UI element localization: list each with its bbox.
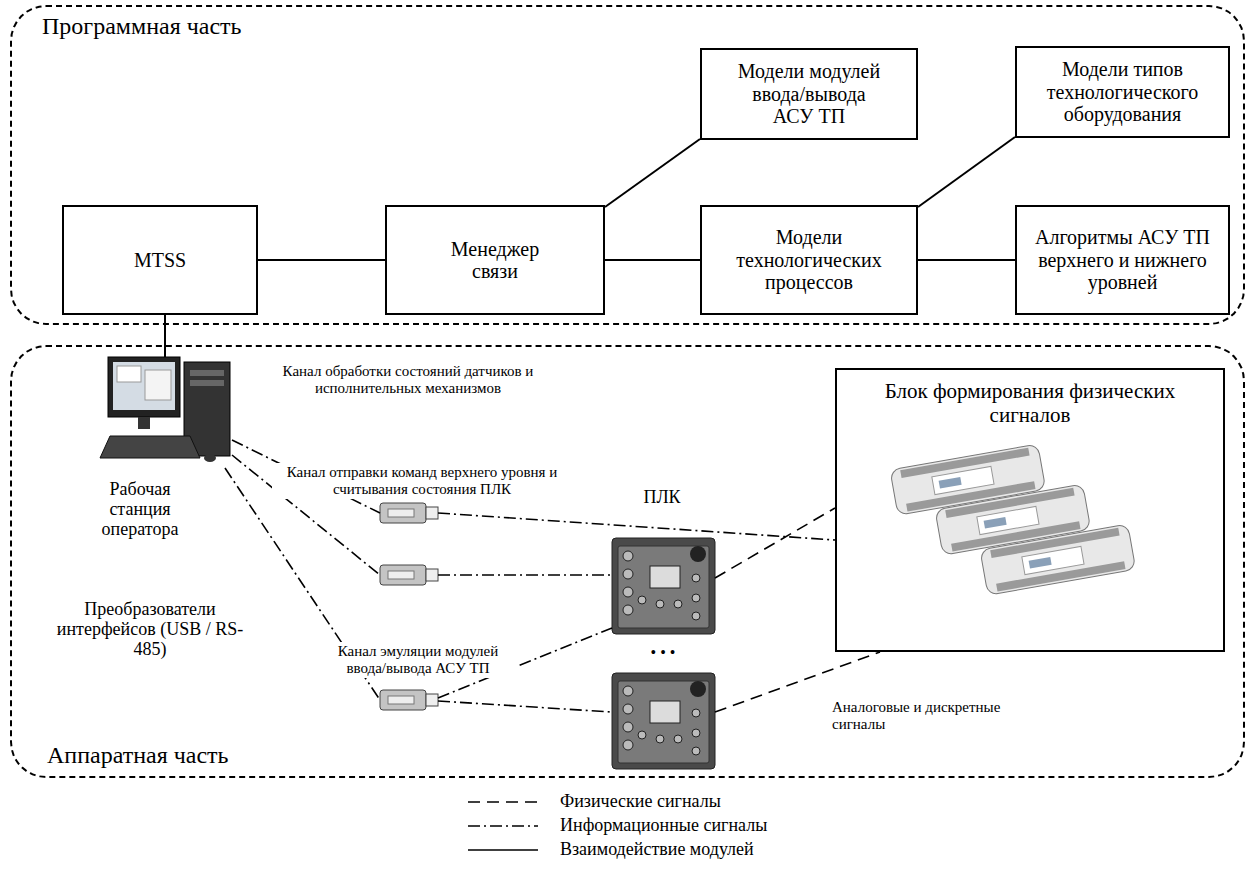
box-content: Модели модулей ввода/вывода АСУ ТП [734, 60, 884, 127]
legend-row: Взаимодействие модулей [468, 839, 754, 861]
legend-sample [468, 801, 538, 803]
operator-workstation [108, 357, 180, 417]
signal-block: Блок формирования физических сигналов [835, 368, 1225, 652]
legend-sample [468, 849, 538, 851]
legend-row: Информационные сигналы [468, 815, 767, 837]
connector [605, 139, 700, 207]
box-text: Алгоритмы АСУ ТП верхнего и нижнего уров… [1027, 226, 1218, 293]
box-content: Менеджер связи [435, 238, 555, 283]
operator-workstation [100, 436, 200, 458]
connector [918, 137, 1015, 207]
box-text: Блок формирования физических сигналов [880, 380, 1180, 427]
process-box: Модели типов технологического оборудован… [1015, 46, 1230, 138]
connector [258, 259, 385, 261]
legend-text: Информационные сигналы [560, 816, 767, 836]
operator-workstation [145, 370, 171, 400]
operator-workstation [113, 362, 175, 410]
operator-workstation [190, 380, 224, 386]
illustration-layer [380, 690, 438, 710]
link-line [164, 315, 166, 357]
legend-sample [468, 821, 538, 831]
illustration-layer [980, 524, 1136, 595]
legend-row: Физические сигналы [468, 791, 721, 813]
illustration-layer [380, 565, 438, 585]
box-text: MTSS [134, 249, 186, 271]
info-wires [438, 513, 835, 540]
illustration-layer [612, 673, 715, 769]
region-title: Программная часть [42, 13, 242, 39]
channel-label: Канал обработки состояний датчиков и исп… [268, 362, 548, 398]
box-text: Модели модулей ввода/вывода АСУ ТП [734, 60, 884, 127]
box-text: Модели типов технологического оборудован… [1027, 58, 1218, 125]
operator-workstation [117, 366, 141, 382]
physical-wires [715, 508, 835, 578]
box-content: Модели типов технологического оборудован… [1027, 58, 1218, 125]
device-caption: ПЛК [632, 486, 692, 508]
box-content: MTSS [134, 249, 186, 271]
region-title: Аппаратная часть [47, 742, 229, 768]
software-region: Программная частьМодели модулей ввода/вы… [10, 5, 1245, 325]
legend-text: Физические сигналы [560, 792, 721, 812]
process-box: MTSS [62, 205, 258, 315]
signal-label: Аналоговые и дискретные сигналы [830, 698, 1015, 734]
process-box: Модели модулей ввода/вывода АСУ ТП [700, 48, 918, 140]
info-wires [438, 701, 612, 712]
operator-workstation [138, 417, 150, 429]
device-caption: Преобразователи интерфейсов (USB / RS-48… [45, 598, 255, 660]
process-box: Алгоритмы АСУ ТП верхнего и нижнего уров… [1015, 205, 1230, 315]
illustration-layer [612, 538, 715, 634]
info-wires [438, 574, 612, 576]
illustration-layer [380, 503, 438, 523]
channel-label: Канал отправки команд верхнего уровня и … [272, 463, 572, 499]
legend-sample [468, 797, 538, 807]
connector [605, 259, 700, 261]
device-caption: Рабочая станция оператора [88, 478, 192, 540]
ellipsis: ••• [638, 643, 692, 663]
box-text: Менеджер связи [435, 238, 555, 283]
box-text: Модели технологических процессов [712, 226, 906, 293]
box-content: Модели технологических процессов [712, 226, 906, 293]
info-wires [225, 440, 835, 712]
process-box: Менеджер связи [385, 205, 605, 315]
hardware-region: Аппаратная часть Блок формирования физиче… [10, 345, 1245, 778]
process-box: Модели технологических процессов [700, 205, 918, 315]
channel-label: Канал эмуляции модулей ввода/вывода АСУ … [318, 642, 518, 678]
legend-text: Взаимодействие модулей [560, 840, 754, 860]
physical-wires [715, 508, 880, 712]
box-content: Блок формирования физических сигналов [880, 380, 1180, 427]
operator-workstation [190, 370, 224, 376]
operator-workstation [204, 454, 216, 462]
box-content: Алгоритмы АСУ ТП верхнего и нижнего уров… [1027, 226, 1218, 293]
operator-workstation [100, 357, 230, 462]
legend-sample [468, 825, 538, 827]
connector [918, 259, 1015, 261]
legend-sample [468, 845, 538, 855]
